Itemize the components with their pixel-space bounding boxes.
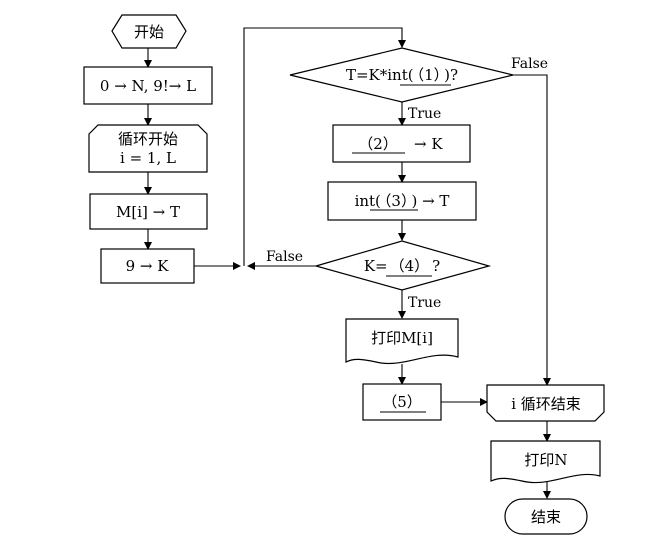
node-test-k: K=（4）? bbox=[313, 240, 492, 291]
blank3-box bbox=[327, 181, 477, 221]
set-k9-label: 9 → K bbox=[126, 257, 170, 275]
test-t-suffix: )? bbox=[444, 66, 458, 84]
test-k-prefix: K= bbox=[364, 257, 388, 275]
start-hexagon bbox=[111, 14, 187, 49]
int-suffix: ) → T bbox=[411, 192, 449, 210]
test-k-suffix: ? bbox=[432, 257, 440, 275]
assign-label: M[i] → T bbox=[116, 203, 180, 221]
edge-junction-top bbox=[243, 27, 406, 266]
blank2-box bbox=[332, 124, 471, 163]
blank2-suffix: → K bbox=[414, 135, 443, 153]
print-mi-label: 打印M[i] bbox=[371, 329, 433, 347]
node-start: 开始 bbox=[111, 14, 187, 49]
loop-start-shape bbox=[88, 124, 208, 173]
loop-end-label: i 循环结束 bbox=[511, 395, 581, 413]
test-k-label: K=（4）? bbox=[364, 257, 440, 275]
test-t-prefix: T=K*int( bbox=[346, 66, 414, 84]
node-assign: M[i] → T bbox=[89, 193, 208, 230]
node-blank5: （5） bbox=[362, 383, 442, 421]
node-test-t: T=K*int(（1）)? bbox=[289, 47, 514, 103]
label-true-top: True bbox=[408, 106, 441, 122]
blank3-text: （3） bbox=[384, 192, 409, 210]
node-set-k9: 9 → K bbox=[100, 248, 195, 284]
blank3-label: int(（3）) → T bbox=[355, 192, 450, 210]
blank2-label: （2） bbox=[358, 135, 398, 153]
end-label: 结束 bbox=[531, 508, 561, 526]
assign-box bbox=[89, 193, 208, 230]
test-t-label: T=K*int(（1）)? bbox=[346, 66, 458, 84]
init-label: 0 → N, 9!→ L bbox=[100, 77, 196, 95]
set-k9-box bbox=[100, 248, 195, 284]
label-true-mid: True bbox=[408, 295, 441, 311]
test-t-diamond bbox=[289, 47, 514, 103]
int-prefix: int( bbox=[355, 192, 381, 210]
loop-start-label-line1: 循环开始 bbox=[118, 130, 178, 148]
node-print-n: 打印N bbox=[490, 440, 601, 484]
test-t-blank: （1） bbox=[417, 66, 442, 84]
print-n-document bbox=[490, 440, 601, 484]
blank5-box bbox=[362, 383, 442, 421]
node-print-mi: 打印M[i] bbox=[345, 318, 459, 364]
end-terminator bbox=[504, 498, 588, 535]
print-mi-document bbox=[345, 318, 459, 364]
label-false-mid: False bbox=[266, 249, 303, 265]
node-blank2: （2） → K bbox=[332, 124, 471, 163]
connectors bbox=[144, 27, 551, 499]
loop-start-label-line2: i = 1, L bbox=[120, 149, 176, 167]
loop-end-shape bbox=[486, 384, 605, 422]
node-end: 结束 bbox=[504, 498, 588, 535]
node-loop-end: i 循环结束 bbox=[486, 384, 605, 422]
test-k-diamond bbox=[313, 240, 492, 291]
node-loop-start: 循环开始 i = 1, L bbox=[88, 124, 208, 173]
init-box bbox=[83, 66, 213, 105]
print-n-label: 打印N bbox=[524, 451, 567, 469]
node-init: 0 → N, 9!→ L bbox=[83, 66, 213, 105]
blank4-text: （4） bbox=[390, 257, 430, 275]
label-false-top: False bbox=[511, 56, 548, 72]
node-blank3: int(（3）) → T bbox=[327, 181, 477, 221]
edge-false-top bbox=[513, 74, 551, 386]
blank5-label: （5） bbox=[382, 393, 422, 411]
start-label: 开始 bbox=[134, 23, 164, 41]
